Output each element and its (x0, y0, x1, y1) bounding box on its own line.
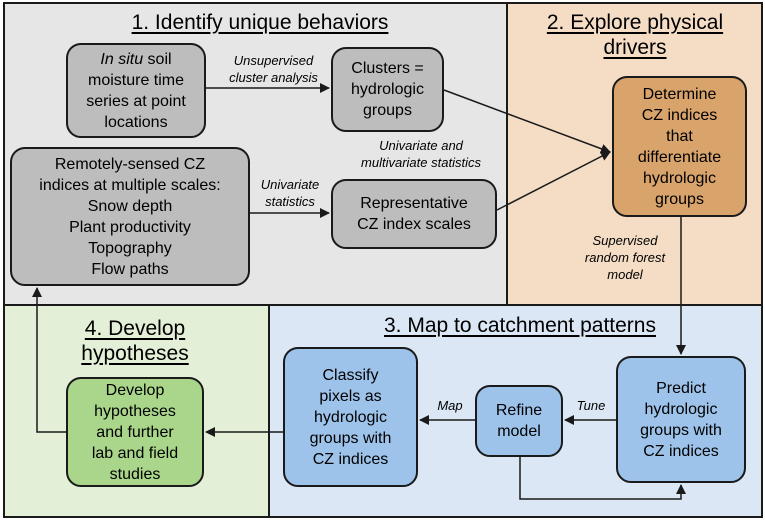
edge-label-line: Univariate (260, 177, 320, 192)
node-line: pixels as (319, 387, 382, 405)
node-line: Plant productivity (69, 218, 191, 236)
edge-label-univariate-multivariate: Univariate and multivariate statistics (346, 137, 496, 171)
node-line: hydrologic (351, 81, 424, 98)
edge-label-line: Supervised (592, 233, 658, 248)
node-line: Snow depth (87, 197, 173, 215)
node-line: Predict (656, 379, 706, 397)
node-line: differentiate (637, 148, 722, 166)
edge-label-line: random forest (584, 250, 666, 265)
node-line: CZ indices (312, 450, 389, 468)
node-line: studies (109, 465, 161, 483)
node-line: CZ indices (641, 106, 718, 124)
arrow-develop-to-remote (32, 287, 66, 433)
edge-label-line: Unsupervised (233, 53, 314, 68)
node-line: groups (655, 190, 704, 208)
node-remote-sensed-indices: Remotely-sensed CZ indices at multiple s… (10, 147, 250, 286)
edge-label-line: cluster analysis (229, 70, 318, 85)
edge-label-supervised: Supervised random forest model (570, 232, 680, 283)
panel-title-map: 3. Map to catchment patterns (384, 314, 656, 337)
edge-label-line: multivariate statistics (361, 155, 481, 170)
arrow-refine-loop-to-predict (519, 457, 686, 500)
node-line: Topography (88, 239, 172, 257)
node-line: groups with (640, 421, 722, 439)
panel-title-develop-line: hypotheses (81, 342, 189, 365)
panel-title-develop: 4. Develop hypotheses (40, 316, 230, 366)
italic-term: In situ (100, 50, 144, 68)
node-line: hydrologic (314, 408, 387, 426)
node-line: Clusters = (351, 60, 424, 77)
arrow-clusters-to-determine (443, 89, 611, 154)
node-clusters: Clusters = hydrologic groups (331, 47, 444, 132)
panel-title-develop-line: 4. Develop (84, 317, 186, 340)
node-line: In situ soil (100, 50, 172, 68)
node-line: Remotely-sensed CZ (54, 155, 206, 173)
node-line: hypotheses (94, 402, 176, 420)
node-predict-groups: Predict hydrologic groups with CZ indice… (616, 356, 746, 483)
edge-label-line: statistics (265, 194, 315, 209)
node-line: indices at multiple scales: (39, 176, 221, 194)
panel-title-identify: 1. Identify unique behaviors (131, 11, 389, 34)
edge-label-tune: Tune (576, 398, 606, 413)
node-line: hydrologic (643, 169, 716, 187)
node-classify-pixels: Classify pixels as hydrologic groups wit… (283, 347, 418, 487)
panel-title-explore-line: drivers (603, 36, 667, 59)
panel-title-explore-line: 2. Explore physical (546, 11, 724, 34)
node-line: moisture time (87, 71, 185, 89)
node-line: and further (96, 423, 174, 441)
node-representative-scales: Representative CZ index scales (331, 179, 497, 249)
node-line: model (497, 423, 541, 440)
panel-title-explore: 2. Explore physical drivers (510, 10, 760, 60)
node-line: Classify (322, 366, 379, 384)
edge-label-line: Univariate and (379, 138, 463, 153)
node-line: that (666, 127, 693, 145)
node-line: Representative (360, 195, 468, 212)
node-line: groups with (309, 429, 392, 447)
node-line: Flow paths (91, 260, 169, 278)
node-line: Develop (105, 381, 165, 399)
edge-label-univariate: Univariate statistics (250, 176, 330, 210)
edge-label-unsupervised: Unsupervised cluster analysis (211, 52, 336, 86)
node-insitu-soil-moisture: In situ soil moisture time series at poi… (66, 43, 206, 138)
edge-label-map: Map (437, 398, 463, 413)
node-line: hydrologic (644, 400, 718, 418)
node-line: CZ index scales (357, 216, 471, 233)
node-line: locations (104, 113, 168, 131)
node-develop-hypotheses: Develop hypotheses and further lab and f… (66, 377, 204, 487)
node-refine-model: Refine model (475, 385, 563, 457)
node-determine-indices: Determine CZ indices that differentiate … (612, 76, 747, 217)
node-line: CZ indices (643, 442, 719, 460)
node-line: lab and field (91, 444, 179, 462)
node-line: groups (363, 102, 412, 119)
node-line: Determine (642, 85, 717, 103)
arrow-representative-to-determine (496, 151, 611, 211)
node-line: Refine (495, 402, 543, 419)
edge-label-line: model (607, 267, 643, 282)
node-line: series at point (86, 92, 186, 110)
